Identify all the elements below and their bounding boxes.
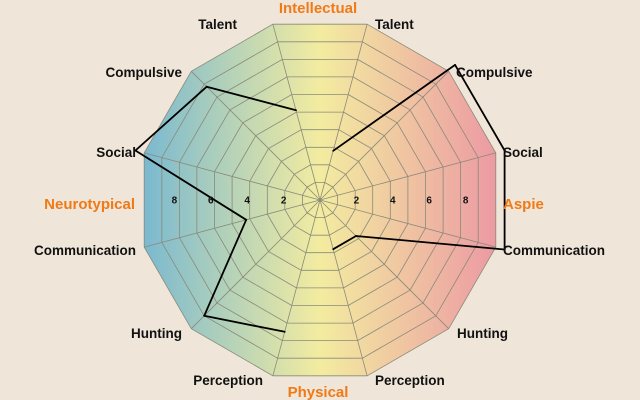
score-lines	[134, 64, 506, 333]
grid-spoke	[191, 199, 321, 329]
tick-label-right: 2	[354, 196, 360, 207]
axis-label-right: Perception	[375, 373, 445, 388]
tick-label-right: 4	[390, 196, 396, 207]
tick-label-left: 8	[172, 196, 178, 207]
score-line-neurotypical	[134, 85, 208, 152]
tick-label-left: 6	[208, 196, 214, 207]
grid-spoke	[319, 71, 449, 201]
grid-spoke	[144, 199, 321, 248]
axis-label-left: Communication	[34, 243, 136, 258]
direction-label-right: Aspie	[503, 196, 544, 213]
grid-spoke	[319, 152, 496, 201]
axis-label-left: Compulsive	[105, 65, 182, 80]
score-line-aspie	[355, 235, 506, 251]
axis-label-left: Talent	[198, 17, 237, 32]
score-line-aspie	[332, 235, 357, 251]
grid-spokes	[144, 24, 496, 376]
axis-label-right: Compulsive	[456, 65, 533, 80]
direction-label-left: Neurotypical	[44, 196, 135, 213]
axis-label-right: Social	[503, 145, 543, 160]
score-line-aspie	[332, 64, 457, 152]
axis-label-right: Hunting	[457, 326, 508, 341]
axis-label-left: Social	[96, 145, 136, 160]
grid-spoke	[319, 199, 496, 248]
axis-label-left: Hunting	[131, 326, 182, 341]
axis-label-right: Communication	[503, 243, 605, 258]
grid-spoke	[319, 199, 449, 329]
score-line-neurotypical	[203, 218, 248, 317]
tick-label-left: 4	[244, 196, 250, 207]
grid-spoke	[319, 24, 368, 201]
axis-label-right: Talent	[375, 17, 414, 32]
axis-label-left: Perception	[193, 373, 263, 388]
grid-spoke	[191, 71, 321, 201]
grid-spoke	[272, 199, 321, 376]
tick-labels: 2 2 4 4 6 6 8 8	[172, 196, 469, 207]
score-line-neurotypical	[203, 314, 286, 333]
tick-label-left: 2	[281, 196, 287, 207]
direction-label-bottom: Physical	[288, 384, 349, 400]
grid-spoke	[144, 152, 321, 201]
score-line-neurotypical	[134, 149, 248, 221]
tick-label-right: 6	[426, 196, 432, 207]
score-line-aspie	[454, 64, 506, 152]
grid-spoke	[319, 199, 368, 376]
tick-label-right: 8	[463, 196, 469, 207]
grid-spoke	[272, 24, 321, 201]
score-line-neurotypical	[205, 85, 297, 112]
direction-label-top: Intellectual	[279, 0, 357, 17]
axis-labels: TalentCompulsiveSocialCommunicationHunti…	[34, 17, 605, 388]
